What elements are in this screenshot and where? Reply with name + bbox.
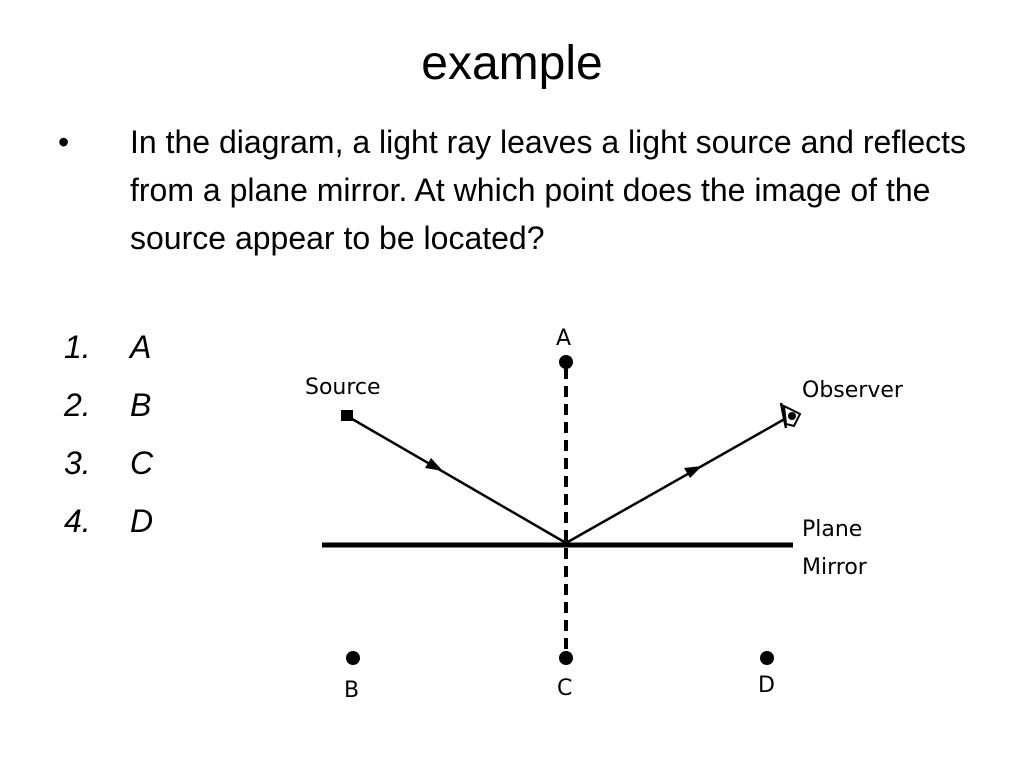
- answer-option-d: 4. D: [64, 492, 153, 550]
- answer-option-a: 1. A: [64, 318, 153, 376]
- answer-option-b: 2. B: [64, 376, 153, 434]
- mirror-label-line2: Mirror: [802, 555, 868, 580]
- point-b-label: B: [344, 678, 359, 703]
- bullet-marker: •: [58, 124, 70, 160]
- answer-label: C: [130, 445, 154, 481]
- incident-arrow-head: [425, 458, 443, 471]
- point-a-dot: [559, 355, 573, 369]
- mirror-label-line1: Plane: [802, 517, 862, 542]
- answer-label: D: [130, 503, 154, 539]
- incident-ray: [346, 414, 567, 545]
- point-d-label: D: [758, 673, 775, 698]
- answer-number: 2.: [64, 387, 91, 423]
- point-c-label: C: [557, 676, 572, 701]
- point-a-label: A: [556, 326, 571, 351]
- answer-list: 1. A 2. B 3. C 4. D: [64, 318, 153, 550]
- answer-number: 4.: [64, 503, 91, 539]
- slide-title: example: [421, 37, 603, 90]
- answer-number: 3.: [64, 445, 91, 481]
- observer-label: Observer: [802, 378, 904, 403]
- question-block: • In the diagram, a light ray leaves a l…: [58, 118, 978, 262]
- reflected-ray: [565, 414, 791, 545]
- point-c-dot: [559, 651, 573, 665]
- observer-eye-icon: [779, 402, 802, 429]
- source-marker: [341, 410, 353, 421]
- reflected-arrow-head: [684, 466, 702, 478]
- answer-number: 1.: [64, 329, 91, 365]
- point-b-dot: [346, 651, 360, 665]
- answer-option-c: 3. C: [64, 434, 153, 492]
- point-d-dot: [760, 651, 774, 665]
- source-label: Source: [305, 375, 381, 400]
- question-text: In the diagram, a light ray leaves a lig…: [130, 124, 966, 256]
- answer-label: A: [130, 329, 152, 365]
- answer-label: B: [130, 387, 152, 423]
